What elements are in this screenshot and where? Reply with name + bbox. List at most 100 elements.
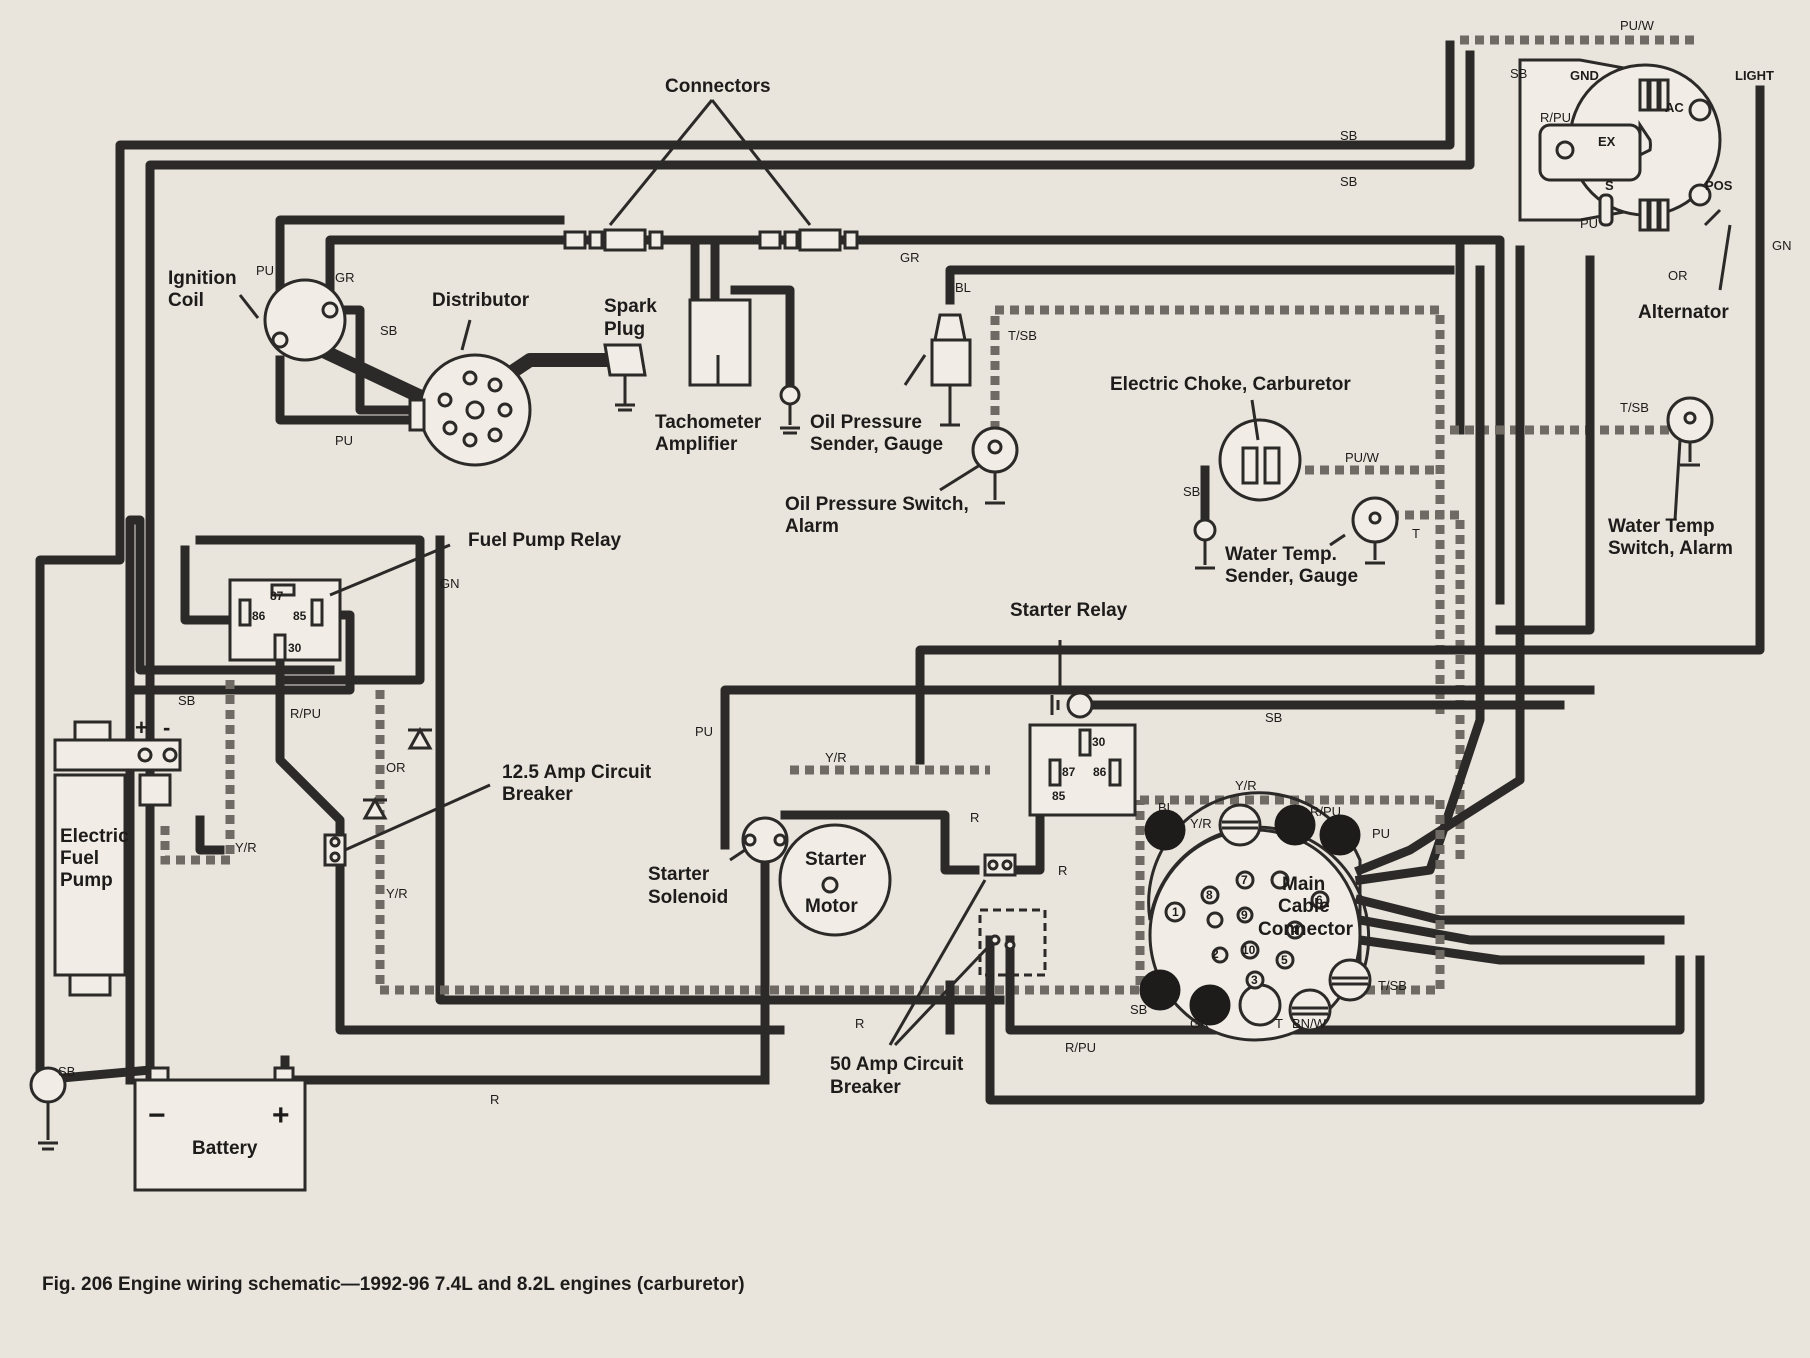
fuel-pump-relay	[228, 543, 451, 662]
component-labels: Connectors Ignition Coil Distributor Spa…	[60, 76, 1733, 1159]
label-connectors: Connectors	[665, 76, 771, 97]
wire-label: R	[1058, 863, 1067, 878]
wire-label: LIGHT	[1735, 68, 1774, 83]
wire-label: OR	[1668, 268, 1688, 283]
label-oil-sender-1: Oil Pressure	[810, 412, 922, 433]
mc-wire-label: BN/W	[1292, 1016, 1327, 1031]
starter-relay-pin-label: 87	[1062, 765, 1076, 779]
relay-pin-label: 85	[293, 609, 307, 623]
water-temp-switch	[1666, 396, 1714, 521]
breaker-12-5	[323, 783, 491, 867]
relay-pin-label: 87	[270, 589, 284, 603]
label-breaker-50-2: Breaker	[830, 1077, 901, 1098]
mc-pin-label: 2	[1212, 947, 1219, 961]
wire-label: R/PU	[1540, 110, 1571, 125]
starter-solenoid	[729, 816, 789, 864]
breaker-50	[888, 853, 1047, 1047]
label-water-sender-2: Sender, Gauge	[1225, 566, 1358, 587]
wire-label: BL	[955, 280, 971, 295]
wire-label: POS	[1705, 178, 1733, 193]
label-tach-amp-1: Tachometer	[655, 412, 762, 433]
relay-pin-label: 86	[252, 609, 266, 623]
mc-pin-label: 7	[1241, 873, 1248, 887]
wire-label: SB	[178, 693, 195, 708]
label-breaker-125-1: 12.5 Amp Circuit	[502, 762, 652, 783]
wire-label: SB	[1340, 174, 1357, 189]
mc-wire-label: T/SB	[1378, 978, 1407, 993]
main-cable-connector	[1139, 791, 1372, 1042]
wire-label: R/PU	[290, 706, 321, 721]
mc-wire-label: R/PU	[1310, 804, 1341, 819]
label-motor-1: Starter	[805, 849, 867, 870]
mc-pin-label: 10	[1242, 943, 1256, 957]
wire-label: PU	[335, 433, 353, 448]
label-tach-amp-2: Amplifier	[655, 434, 738, 455]
label-oil-switch-2: Alarm	[785, 516, 839, 537]
oil-pressure-switch	[939, 426, 1019, 505]
label-ignition-coil-1: Ignition	[168, 268, 237, 289]
label-alternator: Alternator	[1638, 302, 1729, 323]
wire-label: R	[855, 1016, 864, 1031]
label-fuel-relay: Fuel Pump Relay	[468, 530, 622, 551]
wire-label: SB	[380, 323, 397, 338]
connector-arrows	[608, 99, 812, 226]
tachometer-amplifier	[688, 298, 801, 435]
mc-pin-label: 6	[1316, 893, 1323, 907]
electric-fuel-pump	[53, 720, 182, 997]
battery	[133, 1066, 307, 1192]
starter-relay-pin-label: 85	[1052, 789, 1066, 803]
wire-label: GR	[900, 250, 920, 265]
wire-label: Y/R	[1235, 778, 1257, 793]
wires	[35, 35, 1765, 1105]
label-ignition-coil-2: Coil	[168, 290, 204, 311]
wire-label: T/SB	[1008, 328, 1037, 343]
figure-caption: Fig. 206 Engine wiring schematic—1992-96…	[42, 1274, 745, 1295]
label-water-switch-1: Water Temp	[1608, 516, 1715, 537]
label-fuel-pump-1: Electric	[60, 826, 129, 847]
connector-right	[758, 228, 859, 252]
label-distributor: Distributor	[432, 290, 530, 311]
label-main-cable-2: Cable	[1278, 896, 1330, 917]
wire-label: R/PU	[1065, 1040, 1096, 1055]
starter-motor	[778, 823, 892, 937]
wire-label: Y/R	[386, 886, 408, 901]
label-oil-sender-2: Sender, Gauge	[810, 434, 943, 455]
mc-pin-label: 8	[1206, 888, 1213, 902]
alternator	[1518, 58, 1732, 291]
mc-pin-label: 5	[1281, 953, 1288, 967]
wire-label: SB	[1510, 66, 1527, 81]
label-solenoid-1: Starter	[648, 864, 710, 885]
wire-label: PU	[695, 724, 713, 739]
wire-label: PU/W	[1345, 450, 1380, 465]
mc-pin-label: 3	[1251, 973, 1258, 987]
wire-label: T	[1412, 526, 1420, 541]
pump-minus-sign: -	[163, 715, 170, 740]
label-spark-plug-2: Plug	[604, 319, 645, 340]
label-breaker-50-1: 50 Amp Circuit	[830, 1054, 964, 1075]
mc-pin-label: 4	[1291, 923, 1298, 937]
battery-minus-sign: −	[148, 1099, 166, 1132]
wire-label: SB	[1183, 484, 1200, 499]
wire-labels: PU/W SB GND LIGHT R/PU AC EX S POS PU SB…	[58, 18, 1792, 1132]
wire-label: R	[970, 810, 979, 825]
label-fuel-pump-3: Pump	[60, 870, 113, 891]
label-water-sender-1: Water Temp.	[1225, 544, 1337, 565]
wire-label: GND	[1570, 68, 1599, 83]
mc-wire-label: Y/R	[1190, 816, 1212, 831]
label-breaker-125-2: Breaker	[502, 784, 573, 805]
label-motor-2: Motor	[805, 896, 858, 917]
wire-label: EX	[1598, 134, 1616, 149]
mc-pin-label: 9	[1241, 908, 1248, 922]
wire-label: GN	[1772, 238, 1792, 253]
distributor	[408, 319, 532, 467]
wire-label: AC	[1665, 100, 1684, 115]
wire-label: GR	[335, 270, 355, 285]
label-battery: Battery	[192, 1138, 258, 1159]
wire-label: OR	[386, 760, 406, 775]
relay-pin-label: 30	[288, 641, 302, 655]
mc-wire-label: SB	[1130, 1002, 1147, 1017]
starter-relay	[1028, 640, 1137, 817]
starter-relay-pin-label: 30	[1092, 735, 1106, 749]
